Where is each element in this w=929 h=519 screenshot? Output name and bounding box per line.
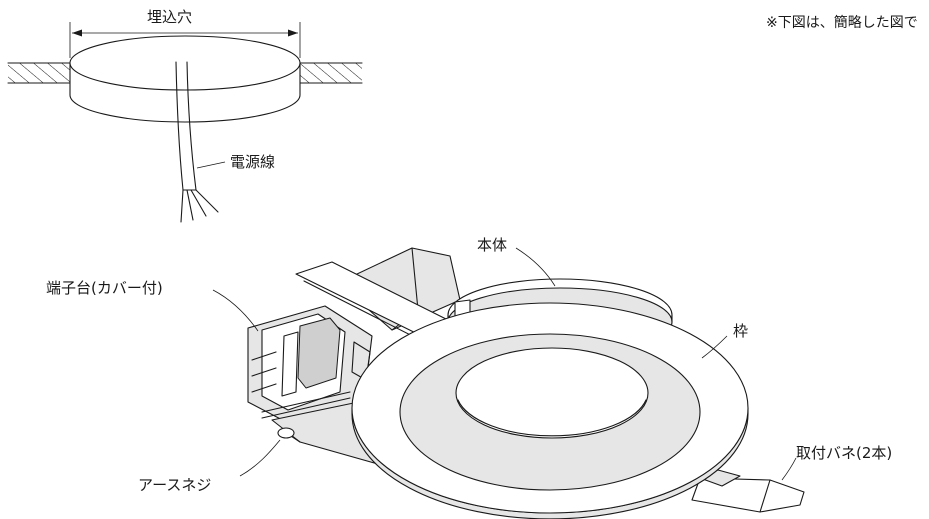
main-body-label: 本体 [477,236,508,254]
power-cable [175,61,226,223]
embed-hole-disc [69,35,301,123]
note-text: ※下図は、簡略した図で [766,15,918,31]
terminal-block [247,305,373,425]
terminal-block-label: 端子台(カバー付) [46,279,163,297]
mounting-spring-label: 取付バネ(2本) [796,444,893,462]
power-cable-label: 電源線 [230,153,276,171]
leader-lines [212,247,797,481]
embed-hole-dimension [69,22,301,58]
embed-hole-label: 埋込穴 [147,8,193,26]
frame-label: 枠 [733,322,749,340]
earth-screw [277,427,295,439]
ceiling-section [7,62,363,84]
earth-screw-label: アースネジ [138,476,212,494]
frame-ring [351,302,749,519]
fixture [247,247,805,519]
